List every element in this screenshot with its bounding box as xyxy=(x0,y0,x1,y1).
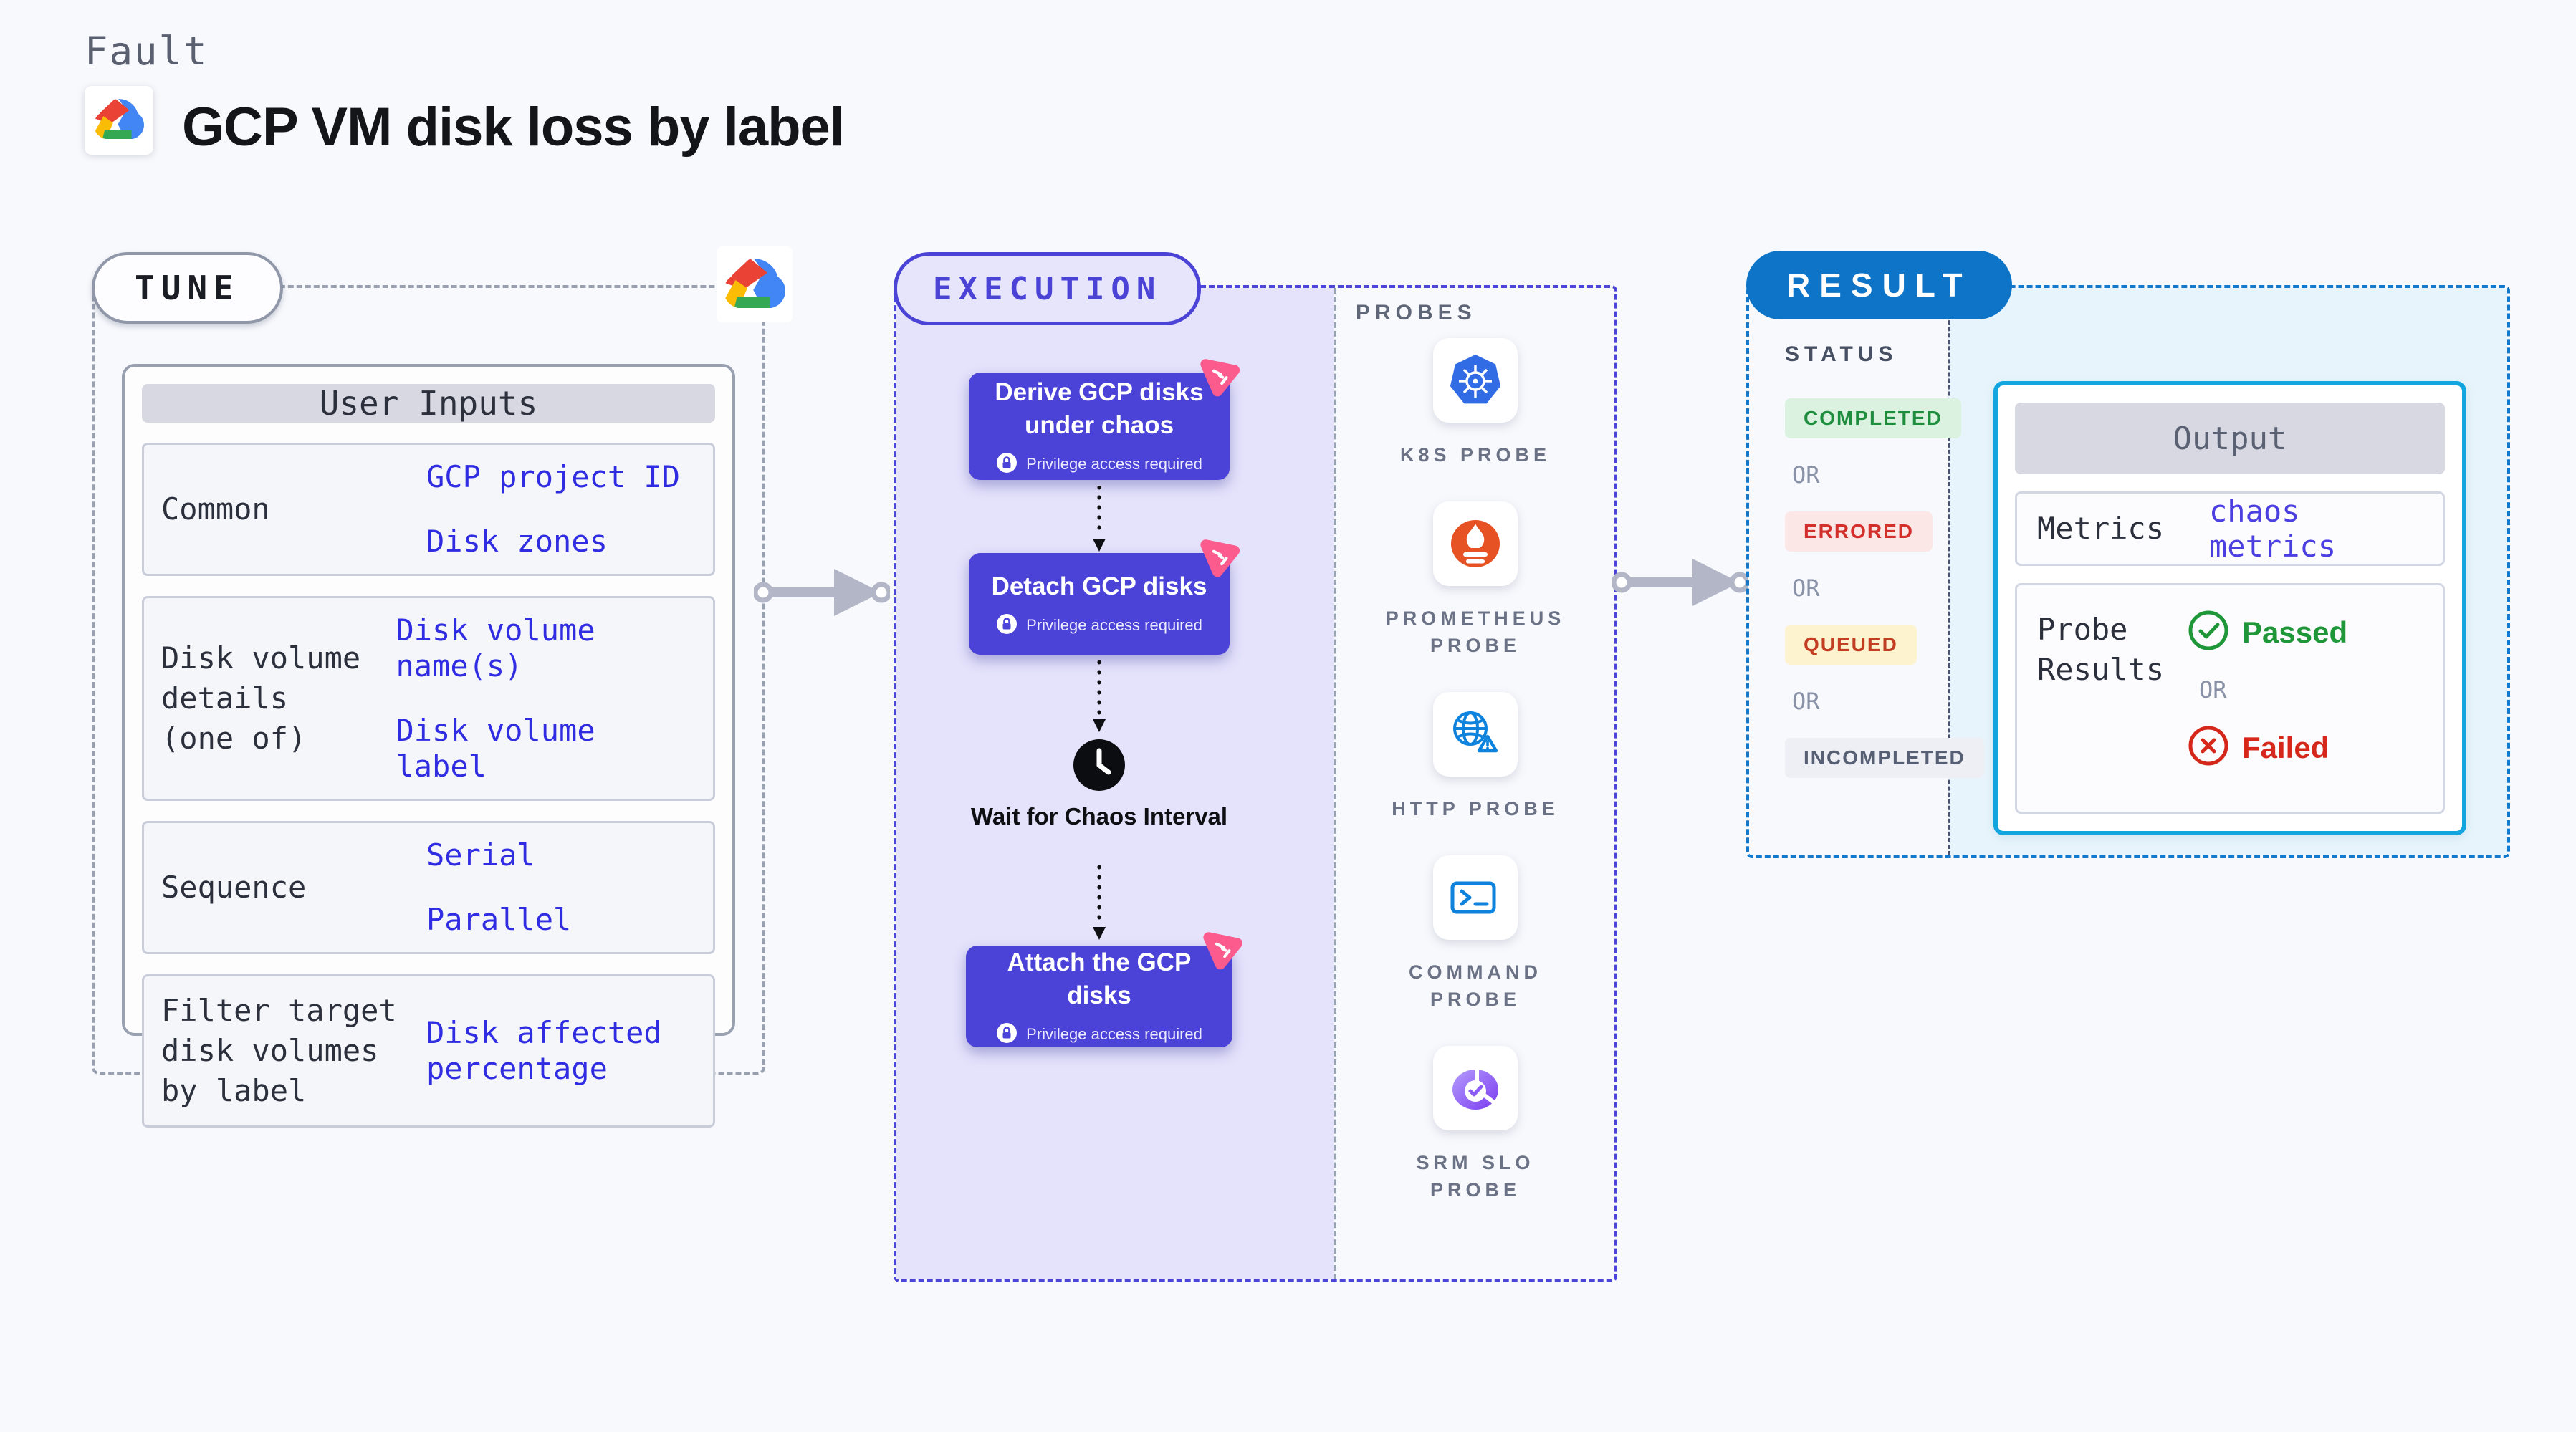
passed-label: Passed xyxy=(2242,615,2348,649)
user-inputs-header: User Inputs xyxy=(142,384,715,423)
failed-label: Failed xyxy=(2242,730,2330,764)
input-link[interactable]: Disk volume name(s) xyxy=(396,612,595,683)
probes-list: K8S PROBE PROMETHEUS PROBE xyxy=(1334,338,1617,1236)
gcp-logo-card xyxy=(85,86,153,155)
clock-icon xyxy=(1072,738,1126,796)
metrics-row: Metrics chaos metrics xyxy=(2015,491,2445,566)
user-inputs-table: User Inputs Common GCP project ID Disk z… xyxy=(122,364,735,1128)
dotted-arrow-icon xyxy=(1093,486,1106,552)
probe-results-row: Probe Results Passed OR xyxy=(2015,583,2445,814)
input-link[interactable]: Serial xyxy=(426,837,535,873)
check-circle-icon xyxy=(2188,610,2229,655)
tune-badge: TUNE xyxy=(92,252,283,324)
probes-divider xyxy=(1334,288,1336,1279)
probe-item-http: HTTP PROBE xyxy=(1392,692,1559,822)
input-link[interactable]: Disk volume label xyxy=(396,713,595,784)
probe-label: COMMAND PROBE xyxy=(1409,961,1542,1010)
status-badge-completed: COMPLETED xyxy=(1785,398,1961,438)
flow-arrow-icon xyxy=(754,569,890,616)
or-label: OR xyxy=(1792,688,1820,715)
probe-label: PROMETHEUS PROBE xyxy=(1385,607,1566,656)
status-badge-errored: ERRORED xyxy=(1785,511,1933,552)
table-row: Filter target disk volumes by label Disk… xyxy=(142,974,715,1128)
tune-gcp-icon xyxy=(717,246,793,322)
probe-item-srm-slo: SRM SLO PROBE xyxy=(1386,1046,1565,1203)
chaos-metrics-link[interactable]: chaos metrics xyxy=(2209,494,2337,564)
wait-step-label: Wait for Chaos Interval xyxy=(970,803,1228,830)
metrics-label: Metrics xyxy=(2037,511,2165,546)
fault-eyebrow: Fault xyxy=(85,29,209,74)
step-attach-disks: Attach the GCP disks Privilege access re… xyxy=(966,932,1243,1047)
probe-results-label: Probe Results xyxy=(2037,612,2165,687)
step-title: Attach the GCP disks xyxy=(1007,948,1192,1009)
probe-label: SRM SLO PROBE xyxy=(1416,1152,1535,1201)
row-label: Sequence xyxy=(161,870,307,905)
status-heading: STATUS xyxy=(1785,342,1898,366)
output-header: Output xyxy=(2015,403,2445,474)
gcp-cloud-icon xyxy=(94,98,144,143)
prometheus-icon xyxy=(1433,501,1518,586)
page-title: GCP VM disk loss by label xyxy=(182,97,845,158)
privilege-text: Privilege access required xyxy=(1026,455,1202,473)
input-link[interactable]: Disk zones xyxy=(426,524,608,559)
probe-item-prometheus: PROMETHEUS PROBE xyxy=(1350,501,1601,659)
probe-item-k8s: K8S PROBE xyxy=(1400,338,1551,468)
status-badge-incompleted: INCOMPLETED xyxy=(1785,738,1984,778)
result-badge: RESULT xyxy=(1746,251,2012,319)
table-row: Common GCP project ID Disk zones xyxy=(142,443,715,576)
chaos-fault-icon xyxy=(1194,350,1247,403)
gcp-cloud-icon xyxy=(724,258,785,312)
dotted-arrow-icon xyxy=(1093,660,1106,732)
or-label: OR xyxy=(1792,575,1820,602)
slo-gauge-icon xyxy=(1433,1046,1518,1130)
chaos-fault-icon xyxy=(1197,923,1250,976)
step-derive-disks: Derive GCP disks under chaos Privilege a… xyxy=(969,359,1240,480)
execution-badge: EXECUTION xyxy=(894,252,1202,325)
status-badge-queued: QUEUED xyxy=(1785,625,1917,665)
lock-icon xyxy=(996,613,1018,638)
chaos-fault-icon xyxy=(1194,531,1247,583)
table-row: Sequence Serial Parallel xyxy=(142,821,715,954)
kubernetes-icon xyxy=(1432,338,1518,423)
flow-arrow-icon xyxy=(1612,559,1748,606)
privilege-note: Privilege access required xyxy=(996,452,1202,477)
step-title: Detach GCP disks xyxy=(991,572,1207,600)
lock-icon xyxy=(996,452,1018,477)
result-divider xyxy=(1948,288,1950,855)
row-label: Filter target disk volumes by label xyxy=(161,993,397,1108)
privilege-text: Privilege access required xyxy=(1026,616,1202,634)
probe-label: HTTP PROBE xyxy=(1392,798,1559,820)
terminal-icon xyxy=(1433,855,1518,940)
input-link[interactable]: Disk affected percentage xyxy=(426,1015,662,1086)
probes-heading: PROBES xyxy=(1356,301,1477,325)
step-detach-disks: Detach GCP disks Privilege access requir… xyxy=(969,539,1240,655)
passed-result: Passed xyxy=(2188,610,2347,655)
input-link[interactable]: Parallel xyxy=(426,902,572,937)
status-column: STATUS COMPLETED OR ERRORED OR QUEUED OR… xyxy=(1746,285,1986,778)
x-circle-icon xyxy=(2188,725,2229,770)
row-label: Common xyxy=(161,491,270,527)
privilege-note: Privilege access required xyxy=(996,613,1202,638)
step-title: Derive GCP disks under chaos xyxy=(995,378,1204,439)
failed-result: Failed xyxy=(2188,725,2347,770)
row-label: Disk volume details (one of) xyxy=(161,640,361,756)
or-label: OR xyxy=(1792,461,1820,489)
privilege-note: Privilege access required xyxy=(996,1022,1202,1047)
dotted-arrow-icon xyxy=(1093,865,1106,940)
table-row: Disk volume details (one of) Disk volume… xyxy=(142,596,715,801)
or-label: OR xyxy=(2199,676,2227,703)
lock-icon xyxy=(996,1022,1018,1047)
http-globe-icon xyxy=(1433,692,1518,777)
privilege-text: Privilege access required xyxy=(1026,1025,1202,1043)
probe-item-command: COMMAND PROBE xyxy=(1379,855,1572,1013)
probe-label: K8S PROBE xyxy=(1399,444,1551,466)
output-card: Output Metrics chaos metrics Probe Resul… xyxy=(1993,381,2466,835)
input-link[interactable]: GCP project ID xyxy=(426,459,681,494)
